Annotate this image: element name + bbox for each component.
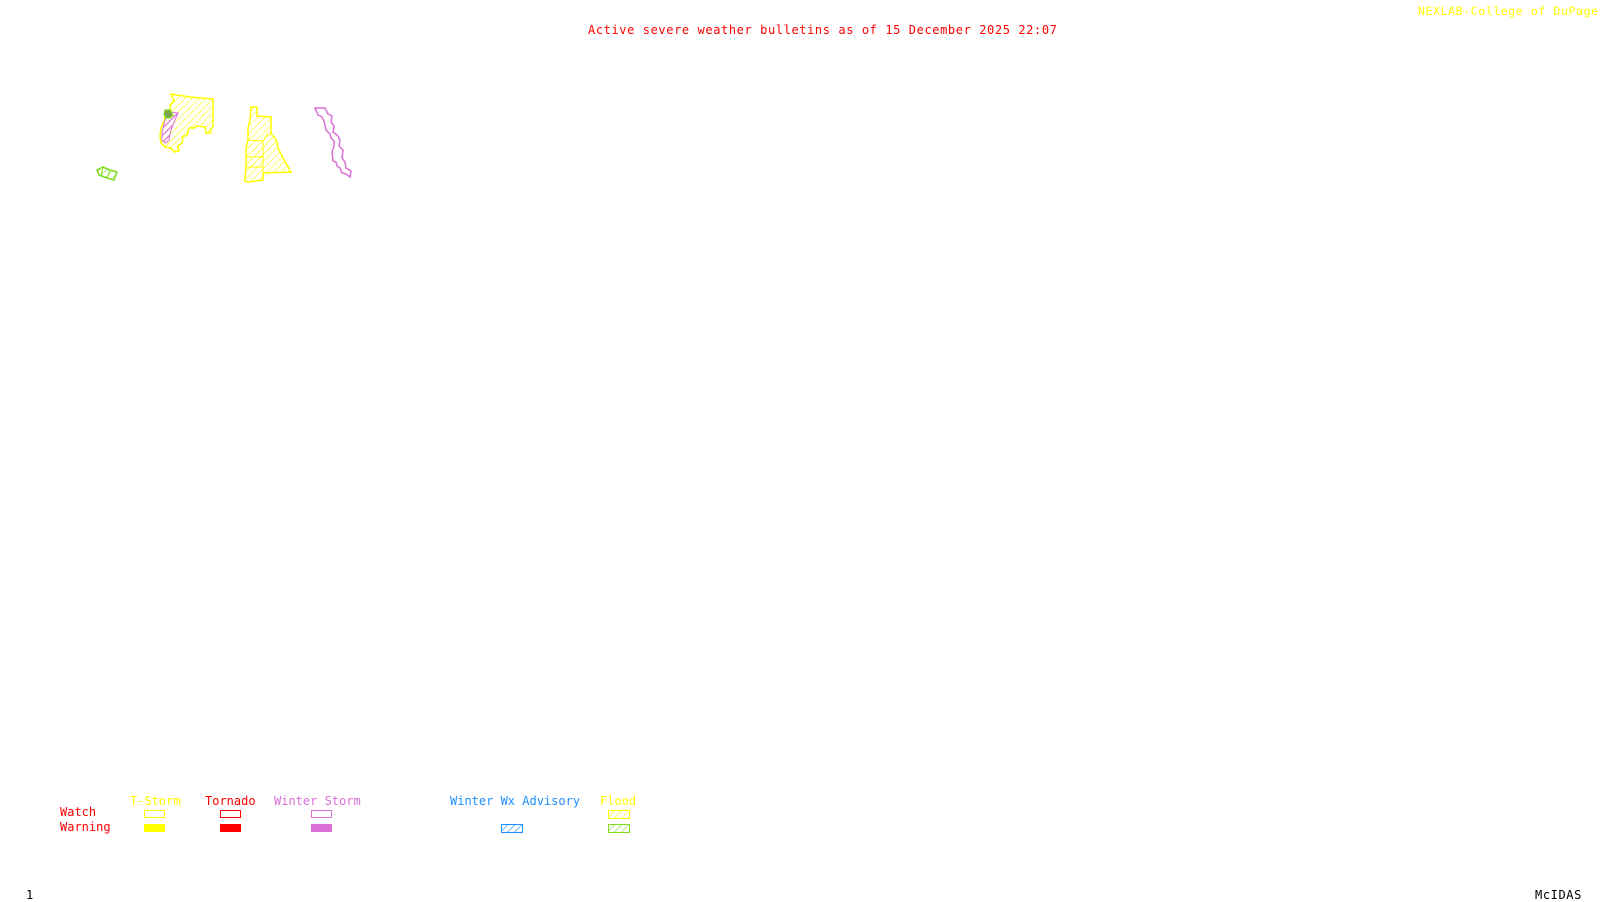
legend-tstorm-label: T-Storm [130, 794, 181, 808]
software-label: McIDAS [1535, 888, 1582, 902]
tstorm-watch-area-central [244, 106, 293, 183]
legend-winter-storm-label: Winter Storm [274, 794, 361, 808]
flood-warning-small-area [163, 109, 174, 119]
credit-text: NEXLAB-College of DuPage [1418, 4, 1599, 18]
page-title: Active severe weather bulletins as of 15… [588, 23, 1058, 37]
legend-flood-warning-swatch [608, 824, 630, 833]
legend-tornado-label: Tornado [205, 794, 256, 808]
tstorm-watch-area-west [159, 93, 214, 153]
legend-tstorm-warning-swatch [144, 824, 165, 832]
legend-tornado-warning-swatch [220, 824, 241, 832]
legend-watch-label: Watch [60, 805, 97, 819]
legend-tstorm-watch-swatch [144, 810, 165, 818]
legend-flood-watch-swatch [608, 810, 630, 819]
legend-flood-label: Flood [600, 794, 637, 808]
winter-storm-warning-area [161, 111, 179, 144]
flood-warning-divider [100, 166, 104, 177]
legend-winter-storm-warning-swatch [311, 824, 332, 832]
credit-label: NEXLAB-College of DuPage ⇱ [1418, 5, 1600, 17]
legend-winter-storm-watch-swatch [311, 810, 332, 818]
legend-winter-wx-advisory-label: Winter Wx Advisory [450, 794, 581, 808]
legend-winter-wx-advisory-swatch [501, 824, 523, 833]
legend-tornado-watch-swatch [220, 810, 241, 818]
legend-warning-label: Warning [60, 820, 111, 834]
winter-storm-watch-area [313, 107, 352, 179]
flood-warning-area [96, 166, 118, 181]
frame-number: 1 [26, 888, 34, 902]
flood-warning-divider [106, 169, 111, 179]
